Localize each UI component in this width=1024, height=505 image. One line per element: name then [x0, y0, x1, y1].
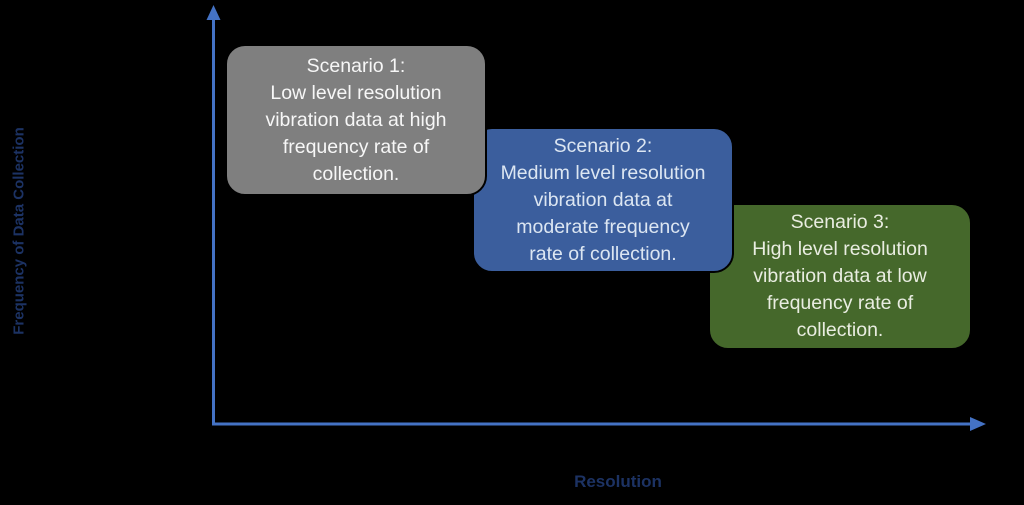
scenario-3-box: Scenario 3: High level resolution vibrat… — [708, 203, 972, 350]
scenario-1-box: Scenario 1: Low level resolution vibrati… — [225, 44, 487, 196]
scenario-1-title: Scenario 1: — [306, 54, 406, 77]
scenario-2-body: Medium level resolution vibration data a… — [500, 161, 706, 265]
scenario-1-body: Low level resolution vibration data at h… — [265, 81, 447, 185]
scenario-2-title: Scenario 2: — [553, 134, 653, 157]
scenario-3-body: High level resolution vibration data at … — [752, 238, 928, 341]
scenario-3-title: Scenario 3: — [790, 211, 890, 233]
x-axis-arrowhead-icon — [970, 417, 986, 431]
x-axis-label: Resolution — [574, 472, 662, 491]
y-axis-label: Frequency of Data Collection — [10, 127, 28, 335]
scenario-2-box: Scenario 2: Medium level resolution vibr… — [472, 127, 734, 273]
y-axis-arrowhead-icon — [206, 5, 221, 20]
